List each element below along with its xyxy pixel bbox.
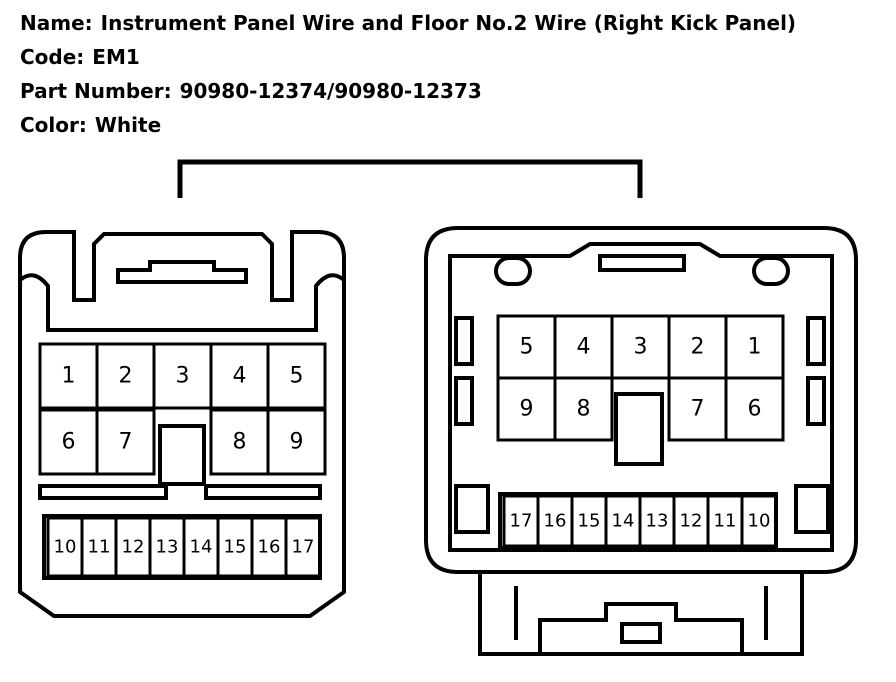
part-number-line: Part Number: 90980-12374/90980-12373 bbox=[20, 74, 796, 108]
right-pin-8-label: 8 bbox=[577, 397, 591, 422]
left-lock-tab bbox=[116, 260, 248, 284]
left-pin-9-cavity bbox=[266, 408, 327, 476]
right-latch-button bbox=[620, 622, 662, 644]
left-pin-17-label: 17 bbox=[292, 537, 315, 558]
right-pin-12-label: 12 bbox=[680, 511, 703, 532]
right-center-key bbox=[614, 392, 664, 466]
left-pin-4-label: 4 bbox=[233, 364, 247, 389]
left-pin-13-label: 13 bbox=[156, 537, 179, 558]
right-pin-6-cavity bbox=[724, 376, 785, 442]
left-pin-7-label: 7 bbox=[119, 430, 133, 455]
right-side-rib-r1 bbox=[806, 316, 826, 366]
right-lower-skirt bbox=[478, 572, 804, 656]
left-pin-1-label: 1 bbox=[62, 364, 76, 389]
right-oval-hole-right bbox=[752, 256, 790, 286]
left-pin-8-label: 8 bbox=[233, 430, 247, 455]
color-label: Color: bbox=[20, 113, 87, 137]
left-inner-ledge bbox=[18, 273, 346, 332]
right-pin-9-label: 9 bbox=[520, 397, 534, 422]
right-pin-17-label: 17 bbox=[510, 511, 533, 532]
right-pin-16-label: 16 bbox=[544, 511, 567, 532]
left-pin-11-label: 11 bbox=[88, 537, 111, 558]
part-number-value: 90980-12374/90980-12373 bbox=[179, 79, 482, 103]
left-pin-7-cavity bbox=[95, 408, 156, 476]
right-lower-guides bbox=[514, 586, 768, 640]
right-side-rib-l1 bbox=[454, 316, 474, 366]
left-pin-5-cavity bbox=[266, 342, 327, 410]
name-value: Instrument Panel Wire and Floor No.2 Wir… bbox=[100, 11, 797, 35]
right-pin-4-label: 4 bbox=[577, 335, 591, 360]
left-pin-15-label: 15 bbox=[224, 537, 247, 558]
right-side-rib-l2 bbox=[454, 376, 474, 426]
name-line: Name: Instrument Panel Wire and Floor No.… bbox=[20, 6, 796, 40]
right-pin-15-label: 15 bbox=[578, 511, 601, 532]
left-housing-outline bbox=[18, 230, 346, 618]
right-oval-hole-left bbox=[494, 256, 532, 286]
code-label: Code: bbox=[20, 45, 85, 69]
right-pin-1-label: 1 bbox=[748, 335, 762, 360]
connector-info-header: Name: Instrument Panel Wire and Floor No.… bbox=[20, 6, 796, 142]
color-value: White bbox=[94, 113, 162, 137]
left-pin-16-label: 16 bbox=[258, 537, 281, 558]
code-value: EM1 bbox=[92, 45, 140, 69]
left-pin-5-label: 5 bbox=[290, 364, 304, 389]
right-pin-2-label: 2 bbox=[691, 335, 705, 360]
right-housing-outline bbox=[424, 226, 858, 574]
right-bottom-latch bbox=[538, 602, 744, 654]
part-number-label: Part Number: bbox=[20, 79, 172, 103]
left-pin-6-label: 6 bbox=[62, 430, 76, 455]
left-pin-14-label: 14 bbox=[190, 537, 213, 558]
left-center-key bbox=[158, 424, 206, 486]
right-pin-8-cavity bbox=[553, 376, 614, 442]
right-pin-5-label: 5 bbox=[520, 335, 534, 360]
name-label: Name: bbox=[20, 11, 93, 35]
right-pin-cells: 5 4 3 2 1 9 8 7 6 17 16 15 14 13 12 11 10 bbox=[496, 314, 785, 548]
pairing-bracket bbox=[177, 159, 643, 198]
right-pin-7-label: 7 bbox=[691, 397, 705, 422]
left-pin-10-label: 10 bbox=[54, 537, 77, 558]
right-pin-11-label: 11 bbox=[714, 511, 737, 532]
left-pin-17-cavity bbox=[284, 516, 322, 578]
left-key-slot-1 bbox=[38, 484, 168, 500]
right-pin-13-label: 13 bbox=[646, 511, 669, 532]
right-pin-10-cavity bbox=[740, 494, 778, 548]
left-key-slot-2 bbox=[204, 484, 322, 500]
right-pin-3-label: 3 bbox=[634, 335, 648, 360]
right-connector bbox=[424, 226, 858, 656]
right-pin-10-label: 10 bbox=[748, 511, 771, 532]
left-pin-2-label: 2 bbox=[119, 364, 133, 389]
right-pin-6-label: 6 bbox=[748, 397, 762, 422]
left-pin-3-label: 3 bbox=[176, 364, 190, 389]
left-connector bbox=[18, 230, 346, 618]
color-line: Color: White bbox=[20, 108, 796, 142]
right-side-rib-r2 bbox=[806, 376, 826, 426]
right-pin-14-label: 14 bbox=[612, 511, 635, 532]
right-side-rib-l3 bbox=[454, 484, 490, 534]
code-line: Code: EM1 bbox=[20, 40, 796, 74]
left-pin-12-label: 12 bbox=[122, 537, 145, 558]
right-side-rib-r3 bbox=[794, 484, 830, 534]
left-pin-9-label: 9 bbox=[290, 430, 304, 455]
right-top-rib bbox=[598, 254, 686, 272]
